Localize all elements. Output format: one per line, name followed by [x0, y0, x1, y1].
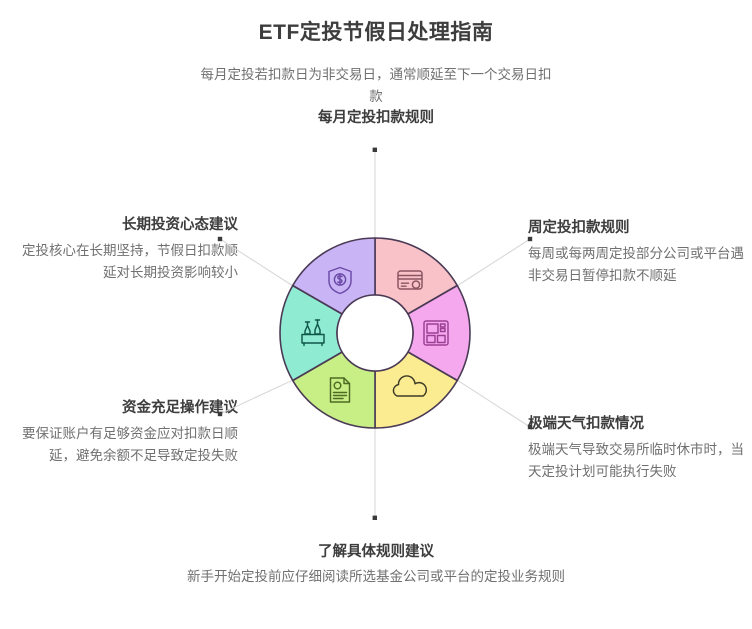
callout-body: 要保证账户有足够资金应对扣款日顺延，避免余额不足导致定投失败: [22, 425, 238, 463]
leader-dot-right-bottom: [527, 424, 533, 430]
top-callout-title: 每月定投扣款规则: [318, 110, 434, 126]
leader-line-left-bottom: [219, 379, 294, 415]
leader-dot-left-top: [217, 236, 223, 242]
callout-body: 定投核心在长期坚持，节假日扣款顺延对长期投资影响较小: [22, 242, 238, 280]
donut-segments: [279, 237, 471, 429]
callout-body: 每周或每两周定投部分公司或平台遇非交易日暂停扣款不顺延: [528, 245, 744, 283]
bottom-callout-title: 了解具体规则建议: [318, 544, 434, 560]
callout-body: 极端天气导致交易所临时休市时，当天定投计划可能执行失败: [528, 441, 744, 479]
callout-title: 长期投资心态建议: [122, 217, 238, 233]
donut-center-hole: [336, 294, 414, 372]
credit-card-icon: [397, 270, 423, 290]
callout-sufficient-funds-advice: 资金充足操作建议 要保证账户有足够资金应对扣款日顺延，避免余额不足导致定投失败: [22, 398, 238, 466]
cloud-icon: [392, 375, 427, 397]
lab-rack-icon: [301, 319, 325, 347]
atm-machine-icon: [423, 320, 449, 346]
callout-weekly-deduction-rule: 周定投扣款规则 每周或每两周定投部分公司或平台遇非交易日暂停扣款不顺延: [528, 218, 744, 286]
callout-title: 极端天气扣款情况: [528, 416, 644, 432]
top-callout-body: 每月定投若扣款日为非交易日，通常顺延至下一个交易日扣款: [200, 67, 552, 104]
bottom-callout-body: 新手开始定投前应仔细阅读所选基金公司或平台的定投业务规则: [187, 569, 565, 584]
leader-dots: [217, 147, 533, 520]
shield-dollar-icon: [328, 266, 352, 295]
leader-dot-left-bottom: [217, 411, 223, 417]
page-title: ETF定投节假日处理指南: [258, 21, 494, 44]
leader-dot-bottom: [372, 515, 377, 520]
callout-title: 周定投扣款规则: [528, 220, 630, 236]
callout-extreme-weather-deduction: 极端天气扣款情况 极端天气导致交易所临时休市时，当天定投计划可能执行失败: [528, 414, 744, 482]
leader-line-left-top: [219, 238, 294, 287]
leader-dot-top: [372, 147, 377, 152]
leader-dot-right-top: [527, 236, 533, 242]
callout-long-term-mindset-advice: 长期投资心态建议 定投核心在长期坚持，节假日扣款顺延对长期投资影响较小: [22, 215, 238, 283]
document-gear-icon: [329, 377, 351, 403]
callout-title: 资金充足操作建议: [122, 400, 238, 416]
leader-line-right-bottom: [456, 379, 531, 428]
header: ETF定投节假日处理指南: [0, 18, 752, 47]
leader-line-right-top: [456, 238, 531, 287]
leader-lines: [219, 150, 531, 518]
